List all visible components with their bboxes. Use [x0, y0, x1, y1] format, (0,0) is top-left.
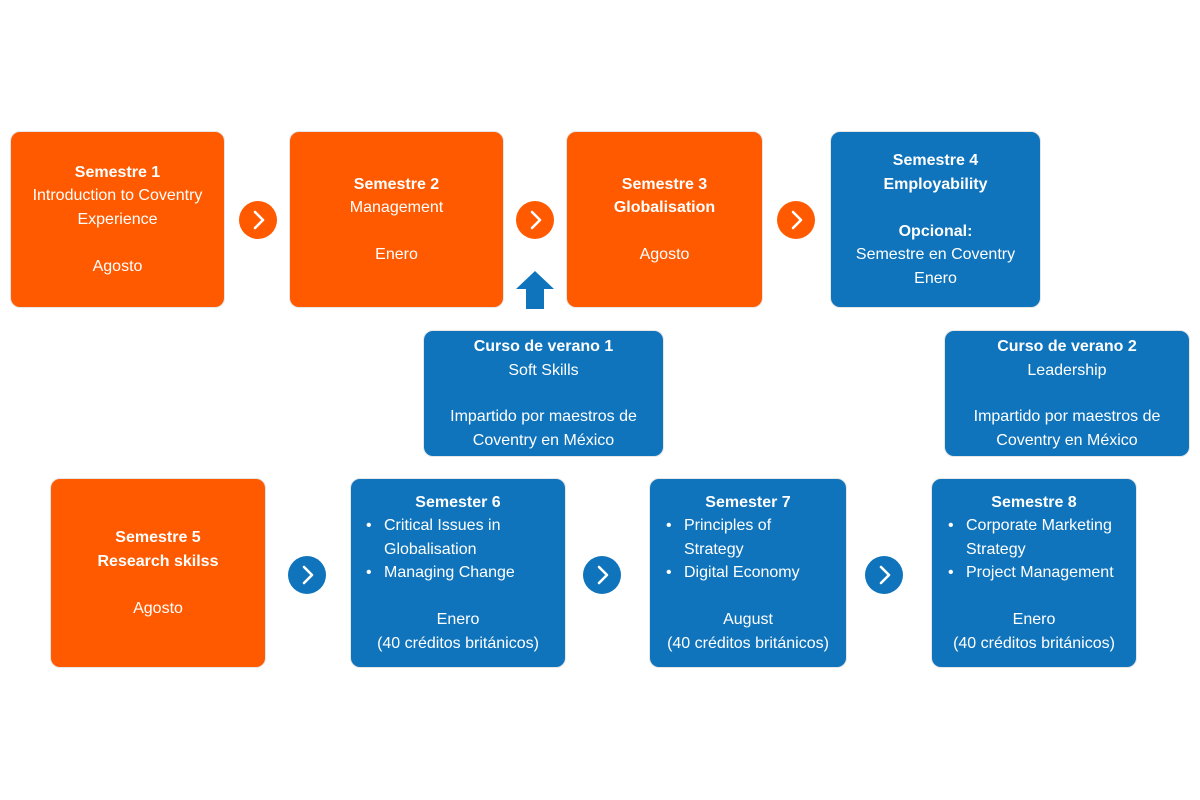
- semestre-2-line1: Management: [349, 199, 444, 216]
- list-item: Critical Issues in Globalisation: [366, 514, 557, 561]
- semestre-8-box: Semestre 8 Corporate Marketing Strategy …: [931, 478, 1137, 668]
- curso-verano-2-title: Curso de verano 2: [997, 338, 1137, 355]
- semester-7-date: August: [723, 611, 773, 629]
- curso-verano-1-title: Curso de verano 1: [473, 338, 614, 355]
- curso-verano-2-line2: Coventry en México: [996, 431, 1138, 449]
- semester-6-credits: (40 créditos británicos): [377, 634, 539, 652]
- chevron-right-icon: [777, 201, 815, 239]
- semestre-1-line2: Experience: [77, 210, 158, 228]
- semester-7-credits: (40 créditos británicos): [667, 634, 829, 652]
- semestre-2-title: Semestre 2: [353, 175, 440, 193]
- semestre-1-title: Semestre 1: [74, 163, 161, 181]
- curso-verano-1-topic: Soft Skills: [508, 361, 579, 379]
- semestre-8-date: Enero: [1012, 611, 1056, 629]
- semestre-1-box: Semestre 1 Introduction to Coventry Expe…: [10, 131, 225, 308]
- list-item: Managing Change: [366, 561, 557, 585]
- chevron-right-icon: [516, 201, 554, 239]
- semester-6-list: Critical Issues in Globalisation Managin…: [351, 514, 565, 585]
- semestre-1-date: Agosto: [92, 257, 143, 275]
- curso-verano-1-line1: Impartido por maestros de: [450, 408, 637, 425]
- semestre-4-optional-label: Opcional:: [898, 222, 973, 240]
- semestre-4-date: Enero: [914, 269, 957, 287]
- semester-7-list: Principles of Strategy Digital Economy: [650, 514, 846, 585]
- chevron-right-icon: [288, 556, 326, 594]
- semestre-4-optional-text: Semestre en Coventry: [855, 246, 1016, 263]
- curso-verano-1-line2: Coventry en México: [472, 431, 615, 449]
- semestre-2-date: Enero: [375, 246, 418, 263]
- semestre-3-box: Semestre 3 Globalisation Agosto: [566, 131, 763, 308]
- curso-verano-2-box: Curso de verano 2 Leadership Impartido p…: [944, 330, 1190, 457]
- semester-6-title: Semester 6: [415, 493, 501, 511]
- curso-verano-2-line1: Impartido por maestros de: [973, 408, 1161, 425]
- semestre-1-line1: Introduction to Coventry: [32, 187, 203, 205]
- semestre-3-title: Semestre 3: [621, 175, 708, 193]
- list-item: Corporate Marketing Strategy: [948, 514, 1132, 561]
- semester-6-box: Semester 6 Critical Issues in Globalisat…: [350, 478, 566, 668]
- semestre-8-list: Corporate Marketing Strategy Project Man…: [932, 514, 1136, 585]
- semestre-5-box: Semestre 5 Research skilss Agosto: [50, 478, 266, 668]
- semestre-8-title: Semestre 8: [991, 493, 1077, 511]
- up-arrow-icon: [516, 271, 554, 309]
- curso-verano-2-topic: Leadership: [1027, 361, 1107, 379]
- chevron-right-icon: [583, 556, 621, 594]
- semestre-4-subtitle: Employability: [883, 175, 988, 193]
- semestre-4-box: Semestre 4 Employability Opcional: Semes…: [830, 131, 1041, 308]
- semestre-5-subtitle: Research skilss: [97, 552, 219, 570]
- semester-7-box: Semester 7 Principles of Strategy Digita…: [649, 478, 847, 668]
- chevron-right-icon: [239, 201, 277, 239]
- semestre-5-date: Agosto: [133, 599, 183, 617]
- semestre-5-title: Semestre 5: [115, 529, 201, 546]
- chevron-right-icon: [865, 556, 903, 594]
- list-item: Project Management: [948, 561, 1132, 585]
- semester-7-title: Semester 7: [705, 493, 791, 511]
- list-item: Digital Economy: [666, 561, 806, 585]
- semester-6-date: Enero: [436, 611, 480, 629]
- semestre-4-title: Semestre 4: [892, 152, 979, 169]
- semestre-2-box: Semestre 2 Management Enero: [289, 131, 504, 308]
- curso-verano-1-box: Curso de verano 1 Soft Skills Impartido …: [423, 330, 664, 457]
- semestre-8-credits: (40 créditos británicos): [953, 634, 1115, 652]
- list-item: Principles of Strategy: [666, 514, 806, 561]
- semestre-3-date: Agosto: [639, 246, 690, 263]
- semestre-3-subtitle: Globalisation: [613, 199, 716, 216]
